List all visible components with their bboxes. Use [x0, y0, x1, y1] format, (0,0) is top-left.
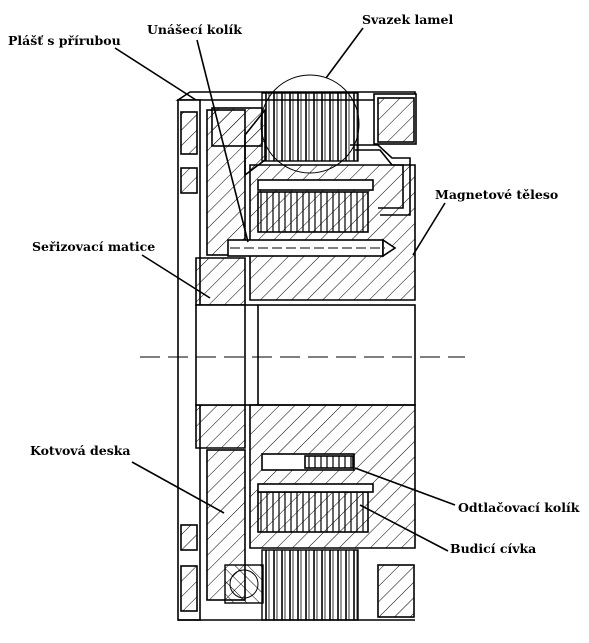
label-serizovaci-matice: Seřizovací matice [32, 239, 156, 254]
leader-lines [114, 27, 456, 552]
label-kotvova-deska: Kotvová deska [30, 443, 131, 458]
label-svazek-lamel: Svazek lamel [362, 12, 454, 27]
lamella-pack-bottom [261, 549, 415, 621]
armature-plate-bottom [206, 449, 264, 604]
magnet-body-top [249, 164, 416, 301]
drive-pin [227, 238, 397, 258]
right-cover-top [350, 93, 417, 216]
label-unaseci-kolik: Unášecí kolík [147, 22, 242, 37]
label-budici-civka: Budicí cívka [450, 541, 537, 556]
armature-plate-top [206, 107, 266, 256]
label-plast: Plášť s přírubou [8, 33, 121, 48]
lamella-pack-top [260, 74, 360, 174]
magnet-body-bottom [249, 404, 416, 549]
label-odtlacovaci-kolik: Odtlačovací kolík [458, 500, 580, 515]
push-pin [261, 453, 355, 471]
label-magnetove-teleso: Magnetové těleso [435, 187, 559, 202]
